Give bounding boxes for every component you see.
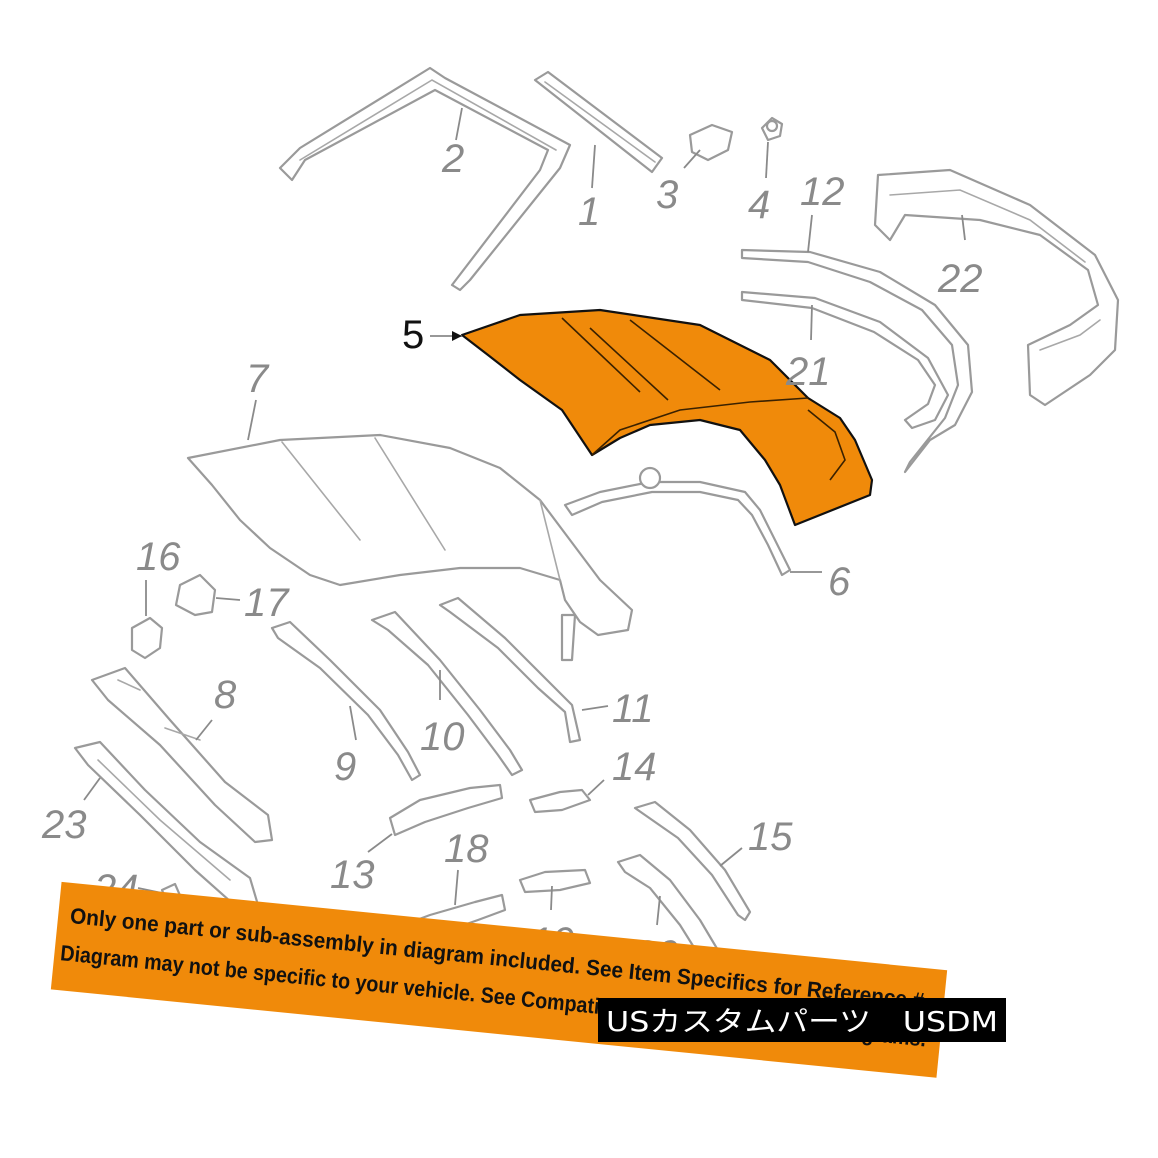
part-16-bracket: [130, 616, 164, 660]
part-6-trim-strip: [563, 466, 792, 577]
part-13-bracket: [388, 783, 504, 837]
part-7-headliner: [186, 433, 634, 662]
part-14-bracket: [528, 788, 592, 814]
part-5-soft-top-highlighted: [460, 308, 874, 527]
callout-21: 21: [785, 350, 831, 394]
callout-8: 8: [214, 673, 237, 717]
callout-22: 22: [937, 257, 983, 301]
callout-16: 16: [136, 535, 181, 579]
callout-1: 1: [578, 190, 600, 234]
callout-15: 15: [748, 815, 793, 859]
watermark-text: USカスタムパーツ USDM: [606, 1005, 998, 1038]
callout-6: 6: [828, 560, 851, 604]
part-21-weatherstrip: [740, 290, 950, 430]
callout-5: 5: [402, 313, 424, 357]
callout-18: 18: [444, 827, 489, 871]
part-11-seal: [438, 596, 582, 744]
part-2-windshield-frame: [278, 66, 572, 292]
part-10-seal: [370, 610, 524, 777]
callout-7: 7: [246, 357, 270, 401]
watermark: USカスタムパーツ USDM: [598, 998, 1006, 1042]
callout-23: 23: [41, 803, 87, 847]
callout-13: 13: [330, 853, 375, 897]
callout-9: 9: [334, 745, 356, 789]
callout-4: 4: [748, 183, 770, 227]
callout-17: 17: [244, 581, 290, 625]
callout-11: 11: [612, 687, 654, 731]
part-12-weatherstrip: [740, 248, 974, 474]
part-17-bracket: [174, 573, 217, 617]
part-1-header-rail: [533, 70, 664, 174]
watermark-box: [598, 998, 1006, 1042]
callout-2: 2: [441, 137, 464, 181]
callout-10: 10: [420, 715, 465, 759]
part-22-rear-rail: [873, 168, 1120, 407]
part-3-clip: [688, 123, 734, 162]
part-15-trim: [633, 800, 752, 922]
part-19-trim: [518, 868, 592, 894]
callout-12: 12: [800, 170, 845, 214]
callout-14: 14: [612, 745, 657, 789]
callout-3: 3: [656, 173, 678, 217]
leader-lines: [83, 107, 966, 926]
part-8-rail: [90, 666, 274, 844]
part-9-seal: [270, 620, 422, 782]
part-4-bolt: [760, 116, 784, 142]
callout-labels: 1 2 3 4 5 6 7 8 9 10 11 12 13 14 15 16 1…: [41, 137, 983, 977]
